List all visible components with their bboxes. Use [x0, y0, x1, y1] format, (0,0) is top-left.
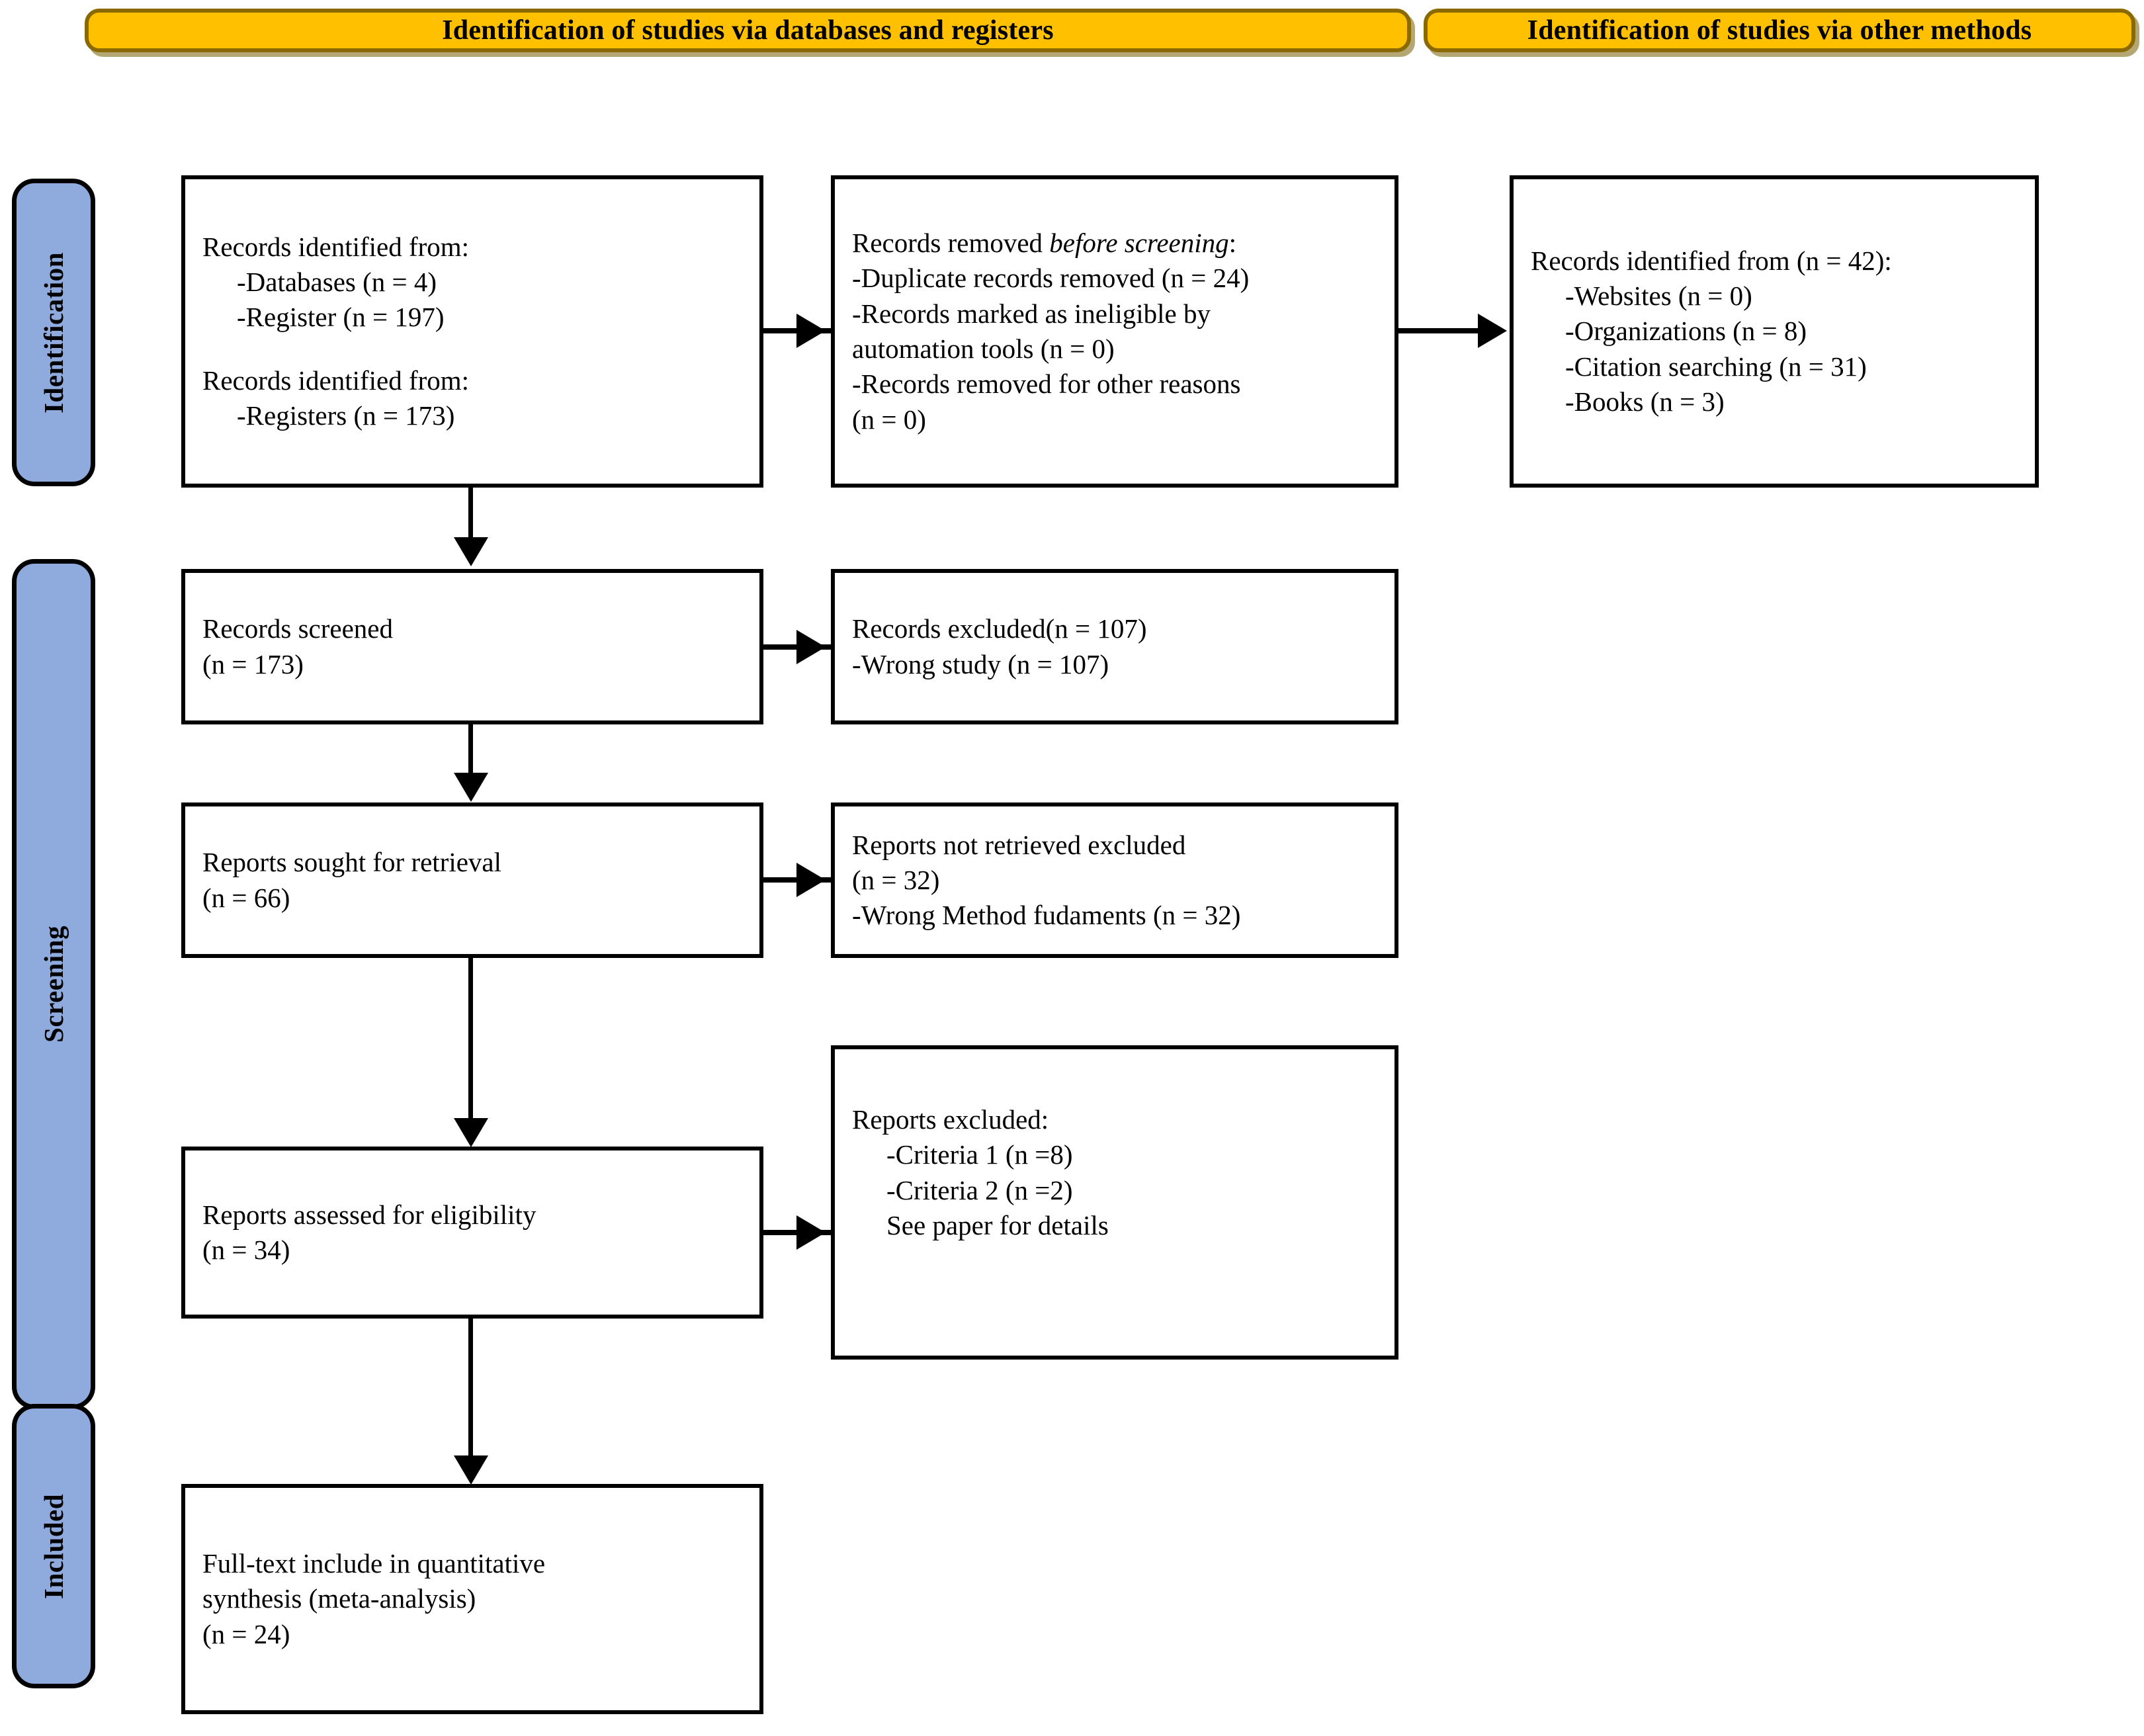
- box-full-text-included: Full-text include in quantitative synthe…: [181, 1484, 763, 1714]
- stage-bar-identification-label: Identification: [38, 251, 69, 413]
- box-line: synthesis (meta-analysis): [202, 1583, 476, 1614]
- box-line: -Wrong Method fudaments (n = 32): [852, 900, 1241, 931]
- box-line: -Databases (n = 4): [237, 267, 437, 298]
- header-banner-databases-registers-label: Identification of studies via databases …: [442, 15, 1054, 46]
- arrow-screened-to-sought: [454, 773, 488, 802]
- arrow-sought-to-assessed: [454, 1118, 488, 1147]
- box-line: -Records removed for other reasons: [852, 369, 1241, 400]
- box-line: -Organizations (n = 8): [1565, 316, 1807, 347]
- box-records-screened: Records screened (n = 173): [181, 569, 763, 724]
- box-line: -Criteria 2 (n =2): [886, 1174, 1073, 1205]
- box-line: -Register (n = 197): [237, 302, 445, 333]
- stage-bar-screening-label: Screening: [38, 926, 69, 1043]
- box-line: -Registers (n = 173): [237, 400, 455, 431]
- connector-screened-to-sought: [468, 724, 473, 776]
- stage-bar-included-label: Included: [38, 1493, 69, 1599]
- connector-identified-to-screened: [468, 488, 473, 541]
- box-line: (n = 173): [202, 648, 304, 679]
- box-reports-sought-body: Reports sought for retrieval (n = 66): [185, 845, 759, 916]
- arrow-assessed-to-reports-excluded: [796, 1215, 826, 1250]
- box-reports-assessed: Reports assessed for eligibility (n = 34…: [181, 1147, 763, 1319]
- box-line: -Records marked as ineligible by: [852, 298, 1211, 329]
- box-line: -Books (n = 3): [1565, 386, 1725, 417]
- box-reports-assessed-body: Reports assessed for eligibility (n = 34…: [185, 1197, 759, 1268]
- box-line: -Citation searching (n = 31): [1565, 351, 1867, 382]
- arrow-identified-to-screened: [454, 537, 488, 566]
- stage-bar-identification: Identification: [12, 179, 95, 486]
- box-line: (n = 32): [852, 864, 940, 895]
- box-reports-not-retrieved: Reports not retrieved excluded (n = 32) …: [831, 803, 1398, 958]
- connector-sought-to-assessed: [468, 958, 473, 1123]
- header-banner-other-methods-label: Identification of studies via other meth…: [1527, 15, 2032, 46]
- box-reports-excluded: Reports excluded: -Criteria 1 (n =8) -Cr…: [831, 1045, 1398, 1360]
- box-line: Records identified from:: [202, 365, 470, 396]
- arrow-removed-to-other-methods: [1478, 314, 1507, 348]
- header-banner-databases-registers: Identification of studies via databases …: [85, 9, 1411, 52]
- records-removed-suffix: :: [1228, 228, 1237, 259]
- records-removed-prefix: Records removed: [852, 228, 1050, 259]
- box-line: Reports assessed for eligibility: [202, 1199, 536, 1230]
- box-records-removed-body: Records removed before screening: -Dupli…: [835, 226, 1394, 437]
- box-line: (n = 0): [852, 404, 926, 435]
- box-line: (n = 66): [202, 882, 290, 913]
- arrow-screened-to-excluded: [796, 630, 826, 664]
- box-line: Reports sought for retrieval: [202, 847, 502, 878]
- box-line: Records excluded(n = 107): [852, 613, 1147, 644]
- box-line-spacer: [202, 335, 742, 363]
- box-line: (n = 34): [202, 1235, 290, 1265]
- box-line: -Criteria 1 (n =8): [886, 1139, 1073, 1170]
- records-removed-italic: before screening: [1049, 228, 1229, 259]
- box-line: (n = 24): [202, 1618, 290, 1649]
- box-full-text-included-body: Full-text include in quantitative synthe…: [185, 1546, 759, 1652]
- box-line: automation tools (n = 0): [852, 333, 1115, 364]
- box-records-excluded-body: Records excluded(n = 107) -Wrong study (…: [835, 611, 1394, 682]
- header-banner-other-methods: Identification of studies via other meth…: [1424, 9, 2135, 52]
- box-other-methods-identified: Records identified from (n = 42): -Websi…: [1510, 175, 2039, 488]
- box-line: Reports not retrieved excluded: [852, 829, 1186, 860]
- box-records-screened-body: Records screened (n = 173): [185, 611, 759, 682]
- box-line: Full-text include in quantitative: [202, 1548, 546, 1579]
- box-line: -Websites (n = 0): [1565, 281, 1752, 312]
- box-line: Records identified from (n = 42):: [1531, 245, 1892, 276]
- box-line: Reports excluded:: [852, 1104, 1049, 1135]
- arrow-sought-to-not-retrieved: [796, 863, 826, 897]
- box-other-methods-identified-body: Records identified from (n = 42): -Websi…: [1514, 243, 2035, 419]
- connector-removed-to-other-methods: [1398, 328, 1478, 333]
- box-reports-sought: Reports sought for retrieval (n = 66): [181, 803, 763, 958]
- box-line: See paper for details: [886, 1209, 1109, 1240]
- box-line: -Wrong study (n = 107): [852, 648, 1109, 679]
- arrow-identified-to-removed: [796, 314, 826, 348]
- box-reports-not-retrieved-body: Reports not retrieved excluded (n = 32) …: [835, 828, 1394, 933]
- box-records-identified: Records identified from: -Databases (n =…: [181, 175, 763, 488]
- box-line-title: Records removed before screening:: [852, 226, 1377, 261]
- box-records-excluded: Records excluded(n = 107) -Wrong study (…: [831, 569, 1398, 724]
- stage-bar-included: Included: [12, 1404, 95, 1688]
- box-records-removed: Records removed before screening: -Dupli…: [831, 175, 1398, 488]
- box-records-identified-body: Records identified from: -Databases (n =…: [185, 230, 759, 433]
- arrow-assessed-to-included: [454, 1455, 488, 1485]
- box-line: Records screened: [202, 613, 394, 644]
- box-line: Records identified from:: [202, 231, 470, 262]
- connector-assessed-to-included: [468, 1319, 473, 1461]
- box-reports-excluded-body: Reports excluded: -Criteria 1 (n =8) -Cr…: [835, 1049, 1394, 1243]
- box-line: -Duplicate records removed (n = 24): [852, 263, 1250, 294]
- stage-bar-screening: Screening: [12, 559, 95, 1409]
